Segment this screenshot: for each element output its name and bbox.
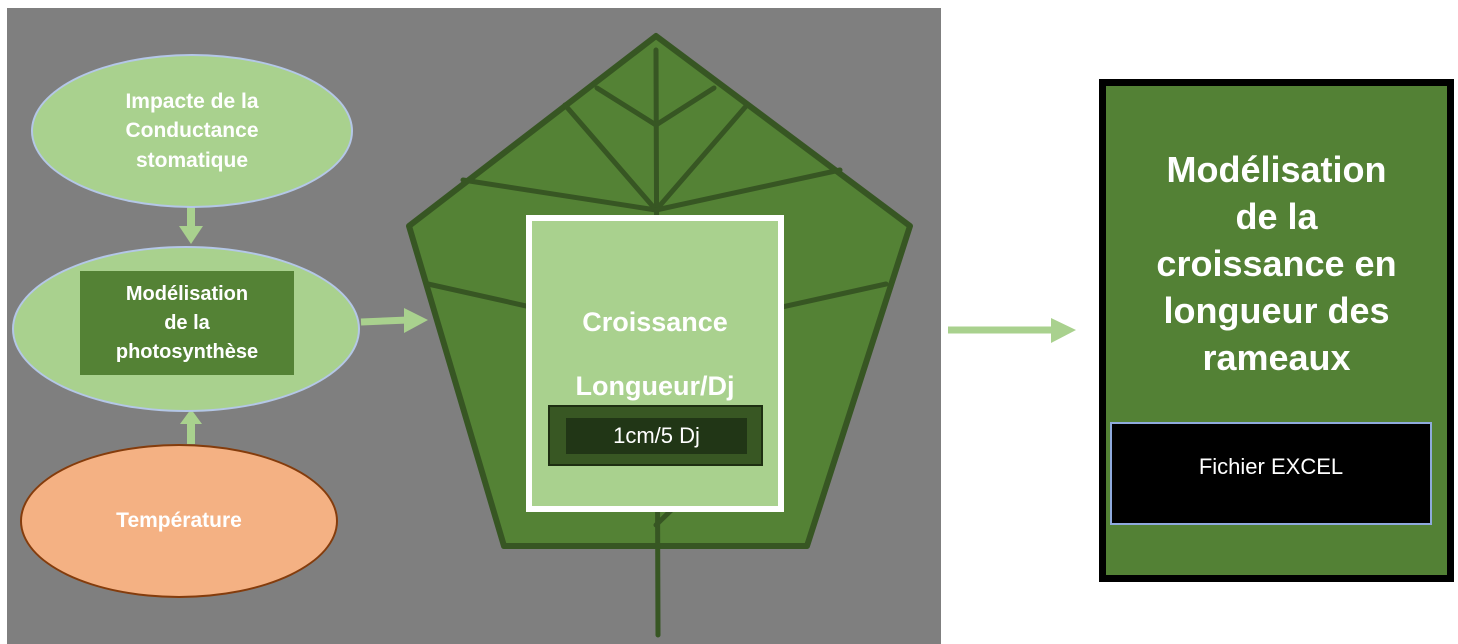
conductance-label-line: Impacte de la	[125, 89, 259, 113]
conductance-label-line: stomatique	[135, 148, 248, 172]
node-conductance: Impacte de la Conductance stomatique	[31, 54, 353, 208]
arrow-photosynthese-to-croissance	[360, 308, 428, 333]
arrow-croissance-to-output	[948, 318, 1076, 343]
excel-file-box: Fichier EXCEL	[1110, 422, 1432, 525]
arrow-temperature-to-photosynthese	[180, 409, 202, 444]
output-title-line: croissance en	[1156, 243, 1397, 284]
output-title-line: rameaux	[1202, 337, 1351, 378]
arrow-conductance-to-photosynthese	[179, 206, 203, 244]
photosynthese-label-line: de la	[164, 311, 210, 334]
output-title-line: Modélisation	[1166, 149, 1387, 190]
arrows	[179, 206, 1076, 444]
conductance-label-line: Conductance	[125, 119, 259, 143]
temperature-label: Température	[116, 509, 242, 533]
node-croissance: Croissance Longueur/Dj	[526, 215, 784, 512]
croissance-rate: 1cm/5 Dj	[566, 418, 747, 454]
output-title-line: de la	[1235, 196, 1318, 237]
excel-file-label: Fichier EXCEL	[1198, 454, 1344, 479]
output-title-line: longueur des	[1163, 290, 1390, 331]
croissance-title: Croissance	[582, 307, 728, 337]
node-temperature: Température	[20, 444, 338, 598]
photosynthese-box: Modélisation de la photosynthèse	[80, 271, 294, 375]
output-title: Modélisation de la croissance en longueu…	[1106, 146, 1447, 381]
croissance-subtitle: Longueur/Dj	[575, 371, 735, 401]
photosynthese-label-line: Modélisation	[125, 282, 249, 305]
photosynthese-label-line: photosynthèse	[115, 340, 259, 363]
croissance-rate-box: 1cm/5 Dj	[548, 405, 763, 466]
